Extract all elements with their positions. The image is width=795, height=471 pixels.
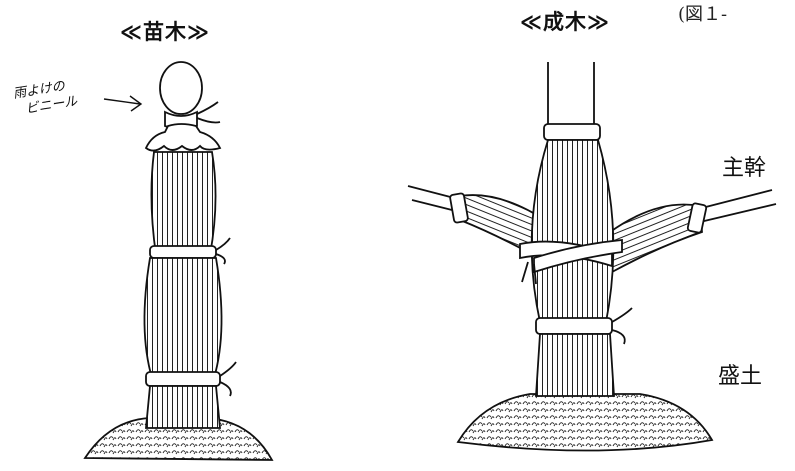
mature-tree-title: ≪成木≫ [520, 10, 610, 34]
seedling-bottom-tie [145, 371, 221, 387]
seedling-lower-bundle [143, 257, 223, 379]
mature-trunk-top [547, 62, 595, 130]
mature-right-branch-bundle [609, 203, 703, 274]
mature-base [535, 333, 615, 397]
seedling-base [145, 385, 221, 429]
mature-soil-mound [456, 393, 714, 452]
seedling-upper-bundle [150, 151, 217, 256]
main-trunk-label: 主幹 [722, 156, 767, 181]
seedling-vinyl-cap [159, 61, 203, 115]
mature-lower-tie [535, 317, 613, 335]
mound-label: 盛土 [718, 364, 763, 389]
vinyl-note-arrow [103, 95, 143, 112]
mature-main-bundle [530, 139, 615, 323]
seedling-collar [144, 123, 222, 152]
seedling-middle-tie [149, 245, 217, 259]
mature-junction-tie-right [533, 239, 623, 274]
seedling-drawing [83, 61, 274, 461]
mature-tree-drawing [407, 62, 777, 452]
figure-number-fragment: (図１- [678, 4, 728, 25]
mature-upper-tie [543, 123, 601, 141]
seedling-title: ≪苗木≫ [120, 20, 210, 44]
